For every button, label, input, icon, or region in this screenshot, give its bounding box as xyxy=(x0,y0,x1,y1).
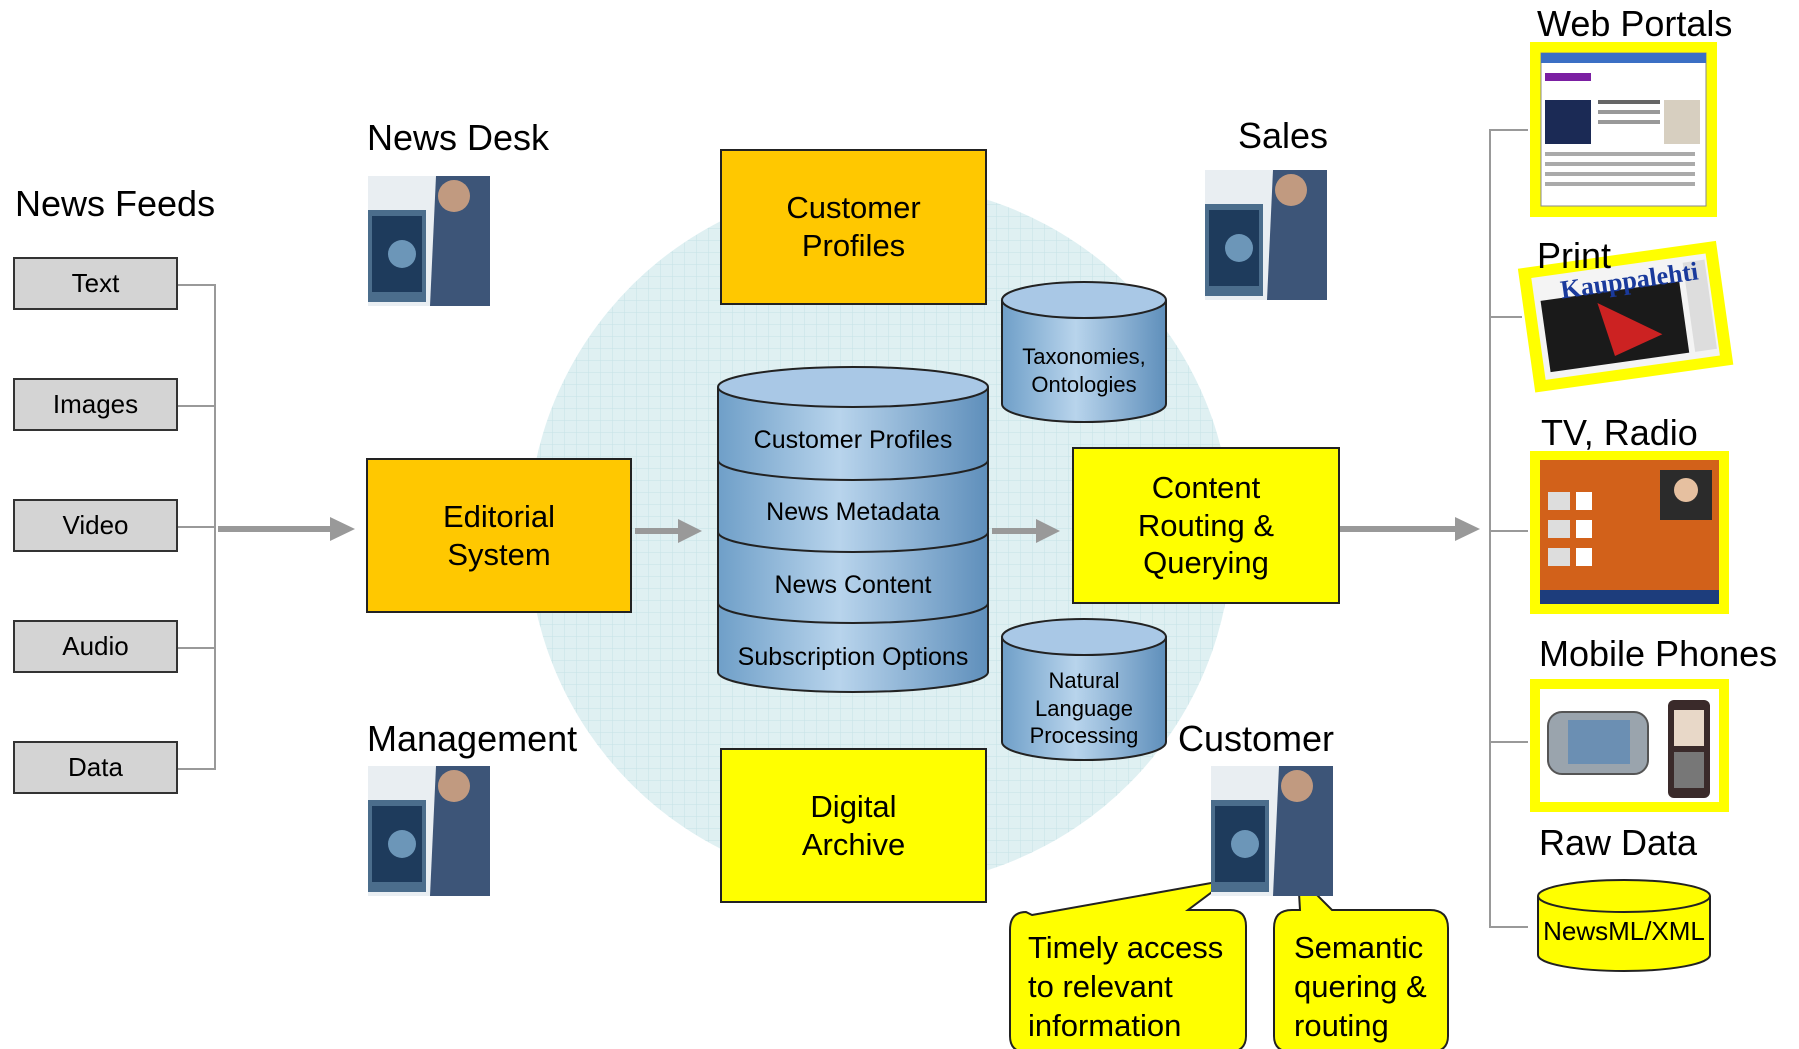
person-sales xyxy=(1205,170,1327,300)
taxonomies-label: Taxonomies, Ontologies xyxy=(1022,344,1146,397)
news-feeds-title: News Feeds xyxy=(15,183,216,224)
content-routing-box: Content Routing & Querying xyxy=(1072,447,1340,604)
person-news-desk xyxy=(368,176,490,306)
digital-archive-box: Digital Archive xyxy=(720,748,987,903)
tv-radio-thumbnail xyxy=(1530,451,1729,614)
nlp-label: Natural Language Processing xyxy=(1029,668,1139,748)
flow-arrowheads xyxy=(330,517,1480,543)
feed-text: Text xyxy=(13,257,178,310)
db-layer-news-content: News Content xyxy=(774,571,932,599)
db-layer-subscription-options: Subscription Options xyxy=(737,643,969,671)
mobile-phones-thumbnail xyxy=(1530,679,1729,812)
person-customer xyxy=(1211,766,1333,896)
management-label: Management xyxy=(367,718,578,759)
sales-label: Sales xyxy=(1238,115,1329,156)
raw-data-format-label: NewsML/XML xyxy=(1543,916,1705,946)
raw-data-label: Raw Data xyxy=(1539,822,1698,863)
web-portals-thumbnail xyxy=(1530,42,1717,217)
feed-images: Images xyxy=(13,378,178,431)
person-management xyxy=(368,766,490,896)
callout-timely-text: Timely access to relevant information xyxy=(1028,930,1224,1043)
editorial-system-box: Editorial System xyxy=(366,458,632,613)
callout-semantic xyxy=(1273,873,1449,1049)
customer-label: Customer xyxy=(1178,718,1335,759)
print-thumbnail xyxy=(1517,240,1734,393)
feed-connector xyxy=(178,284,216,770)
print-label: Print xyxy=(1537,235,1612,276)
callout-semantic-text: Semantic quering & routing xyxy=(1294,930,1427,1043)
news-database-cylinder xyxy=(717,366,989,693)
output-connector xyxy=(1489,129,1528,928)
tv-radio-label: TV, Radio xyxy=(1541,412,1698,453)
callout-timely xyxy=(1009,879,1247,1049)
feed-video: Video xyxy=(13,499,178,552)
web-portals-label: Web Portals xyxy=(1537,3,1733,44)
nlp-cylinder xyxy=(1001,618,1167,761)
customer-profiles-box: Customer Profiles xyxy=(720,149,987,305)
feed-audio: Audio xyxy=(13,620,178,673)
news-desk-label: News Desk xyxy=(367,117,550,158)
feed-data: Data xyxy=(13,741,178,794)
taxonomies-cylinder xyxy=(1001,281,1167,423)
raw-data-cylinder xyxy=(1537,879,1711,972)
db-layer-customer-profiles: Customer Profiles xyxy=(753,426,953,454)
mobile-phones-label: Mobile Phones xyxy=(1539,633,1778,674)
db-layer-news-metadata: News Metadata xyxy=(766,498,940,526)
